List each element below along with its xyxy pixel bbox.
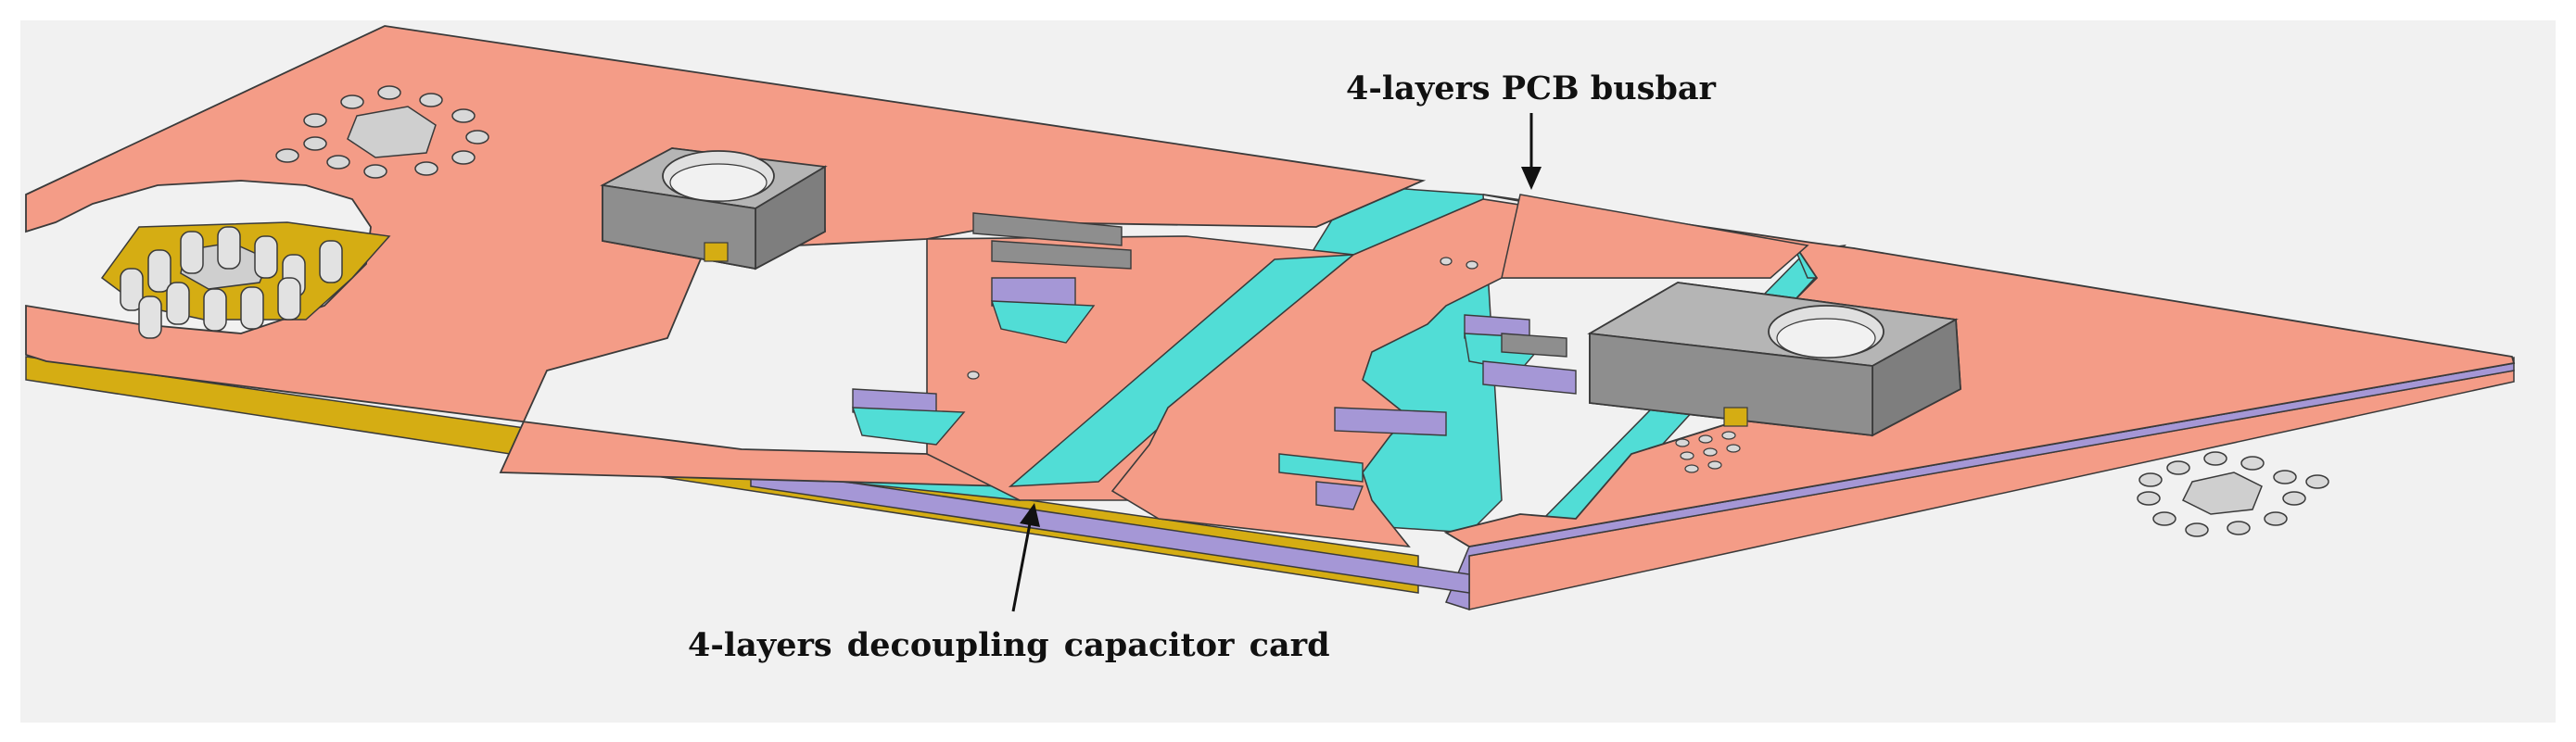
right-current-sensor — [1587, 282, 1961, 437]
right-plate-tab — [1501, 194, 1809, 279]
left-purple-strip — [750, 467, 1470, 594]
card-cyan-strip — [1008, 254, 1356, 487]
card-callout-arrow — [1011, 503, 1040, 612]
left-mounting-holes — [275, 85, 489, 179]
right-interconnect-tabs — [1278, 314, 1577, 510]
busbar-label: 4-layers PCB busbar — [1346, 69, 1716, 107]
right-copper-plate — [1443, 194, 2516, 547]
left-current-sensor — [600, 147, 828, 270]
capacitor-card-label: 4-layers decoupling capacitor card — [688, 626, 1330, 664]
via-dots — [967, 257, 1741, 473]
right-mounting-holes — [2137, 451, 2329, 537]
left-interconnect-tabs — [852, 212, 1132, 446]
terminal-posts — [120, 226, 343, 339]
busbar-callout-arrow — [1521, 113, 1542, 190]
